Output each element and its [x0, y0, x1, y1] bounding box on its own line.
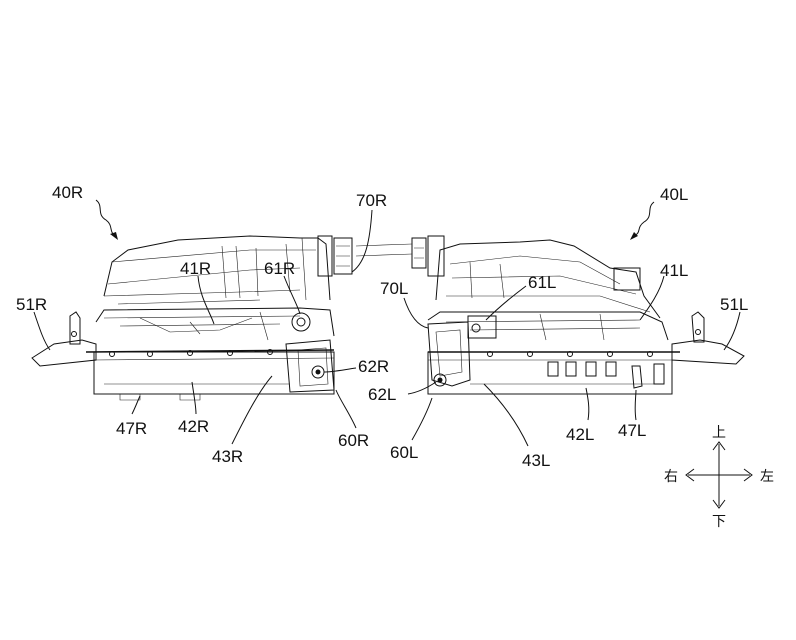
- label-60l: 60L: [390, 443, 418, 462]
- flange-bolts-l: [487, 351, 653, 357]
- direction-indicator: 上 下 右 左: [664, 425, 774, 530]
- label-47l: 47L: [618, 421, 646, 440]
- label-70l: 70L: [380, 279, 408, 298]
- reference-labels: 40R 40L 70R 70L 41R 61R 41L 61L 51R 51L …: [16, 183, 748, 470]
- label-61l: 61L: [528, 273, 556, 292]
- unit-40l: [355, 235, 745, 395]
- label-47r: 47R: [116, 419, 147, 438]
- flange-bolts-r: [109, 349, 273, 357]
- label-51r: 51R: [16, 295, 47, 314]
- label-43r: 43R: [212, 447, 243, 466]
- label-42r: 42R: [178, 417, 209, 436]
- direction-up-label: 上: [712, 425, 726, 441]
- label-62r: 62R: [358, 357, 389, 376]
- label-60r: 60R: [338, 431, 369, 450]
- label-41l: 41L: [660, 261, 688, 280]
- label-40l: 40L: [660, 185, 688, 204]
- direction-right-label: 右: [664, 469, 678, 485]
- connectors-47l: [547, 361, 665, 389]
- label-43l: 43L: [522, 451, 550, 470]
- label-70r: 70R: [356, 191, 387, 210]
- label-41r: 41R: [180, 259, 211, 278]
- label-62l: 62L: [368, 385, 396, 404]
- label-61r: 61R: [264, 259, 295, 278]
- label-51l: 51L: [720, 295, 748, 314]
- label-40r: 40R: [52, 183, 83, 202]
- leader-lines: [33, 199, 741, 447]
- label-42l: 42L: [566, 425, 594, 444]
- unit-40r: [31, 235, 353, 401]
- direction-left-label: 左: [760, 469, 774, 485]
- direction-down-label: 下: [712, 514, 726, 530]
